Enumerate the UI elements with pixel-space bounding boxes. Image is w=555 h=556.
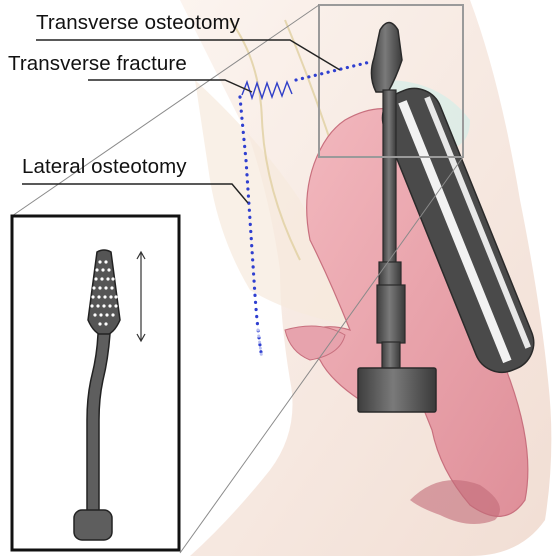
inset-rasp-handle (74, 510, 112, 540)
osteotome-grip (377, 285, 405, 343)
label-lateral-osteotomy: Lateral osteotomy (22, 155, 187, 179)
label-transverse-fracture: Transverse fracture (8, 52, 187, 76)
osteotome-handle-cap (358, 368, 436, 412)
label-transverse-osteotomy: Transverse osteotomy (36, 11, 240, 35)
osteotome-collar (379, 262, 401, 288)
osteotome-shaft (383, 90, 396, 265)
osteotome-neck (382, 342, 400, 370)
